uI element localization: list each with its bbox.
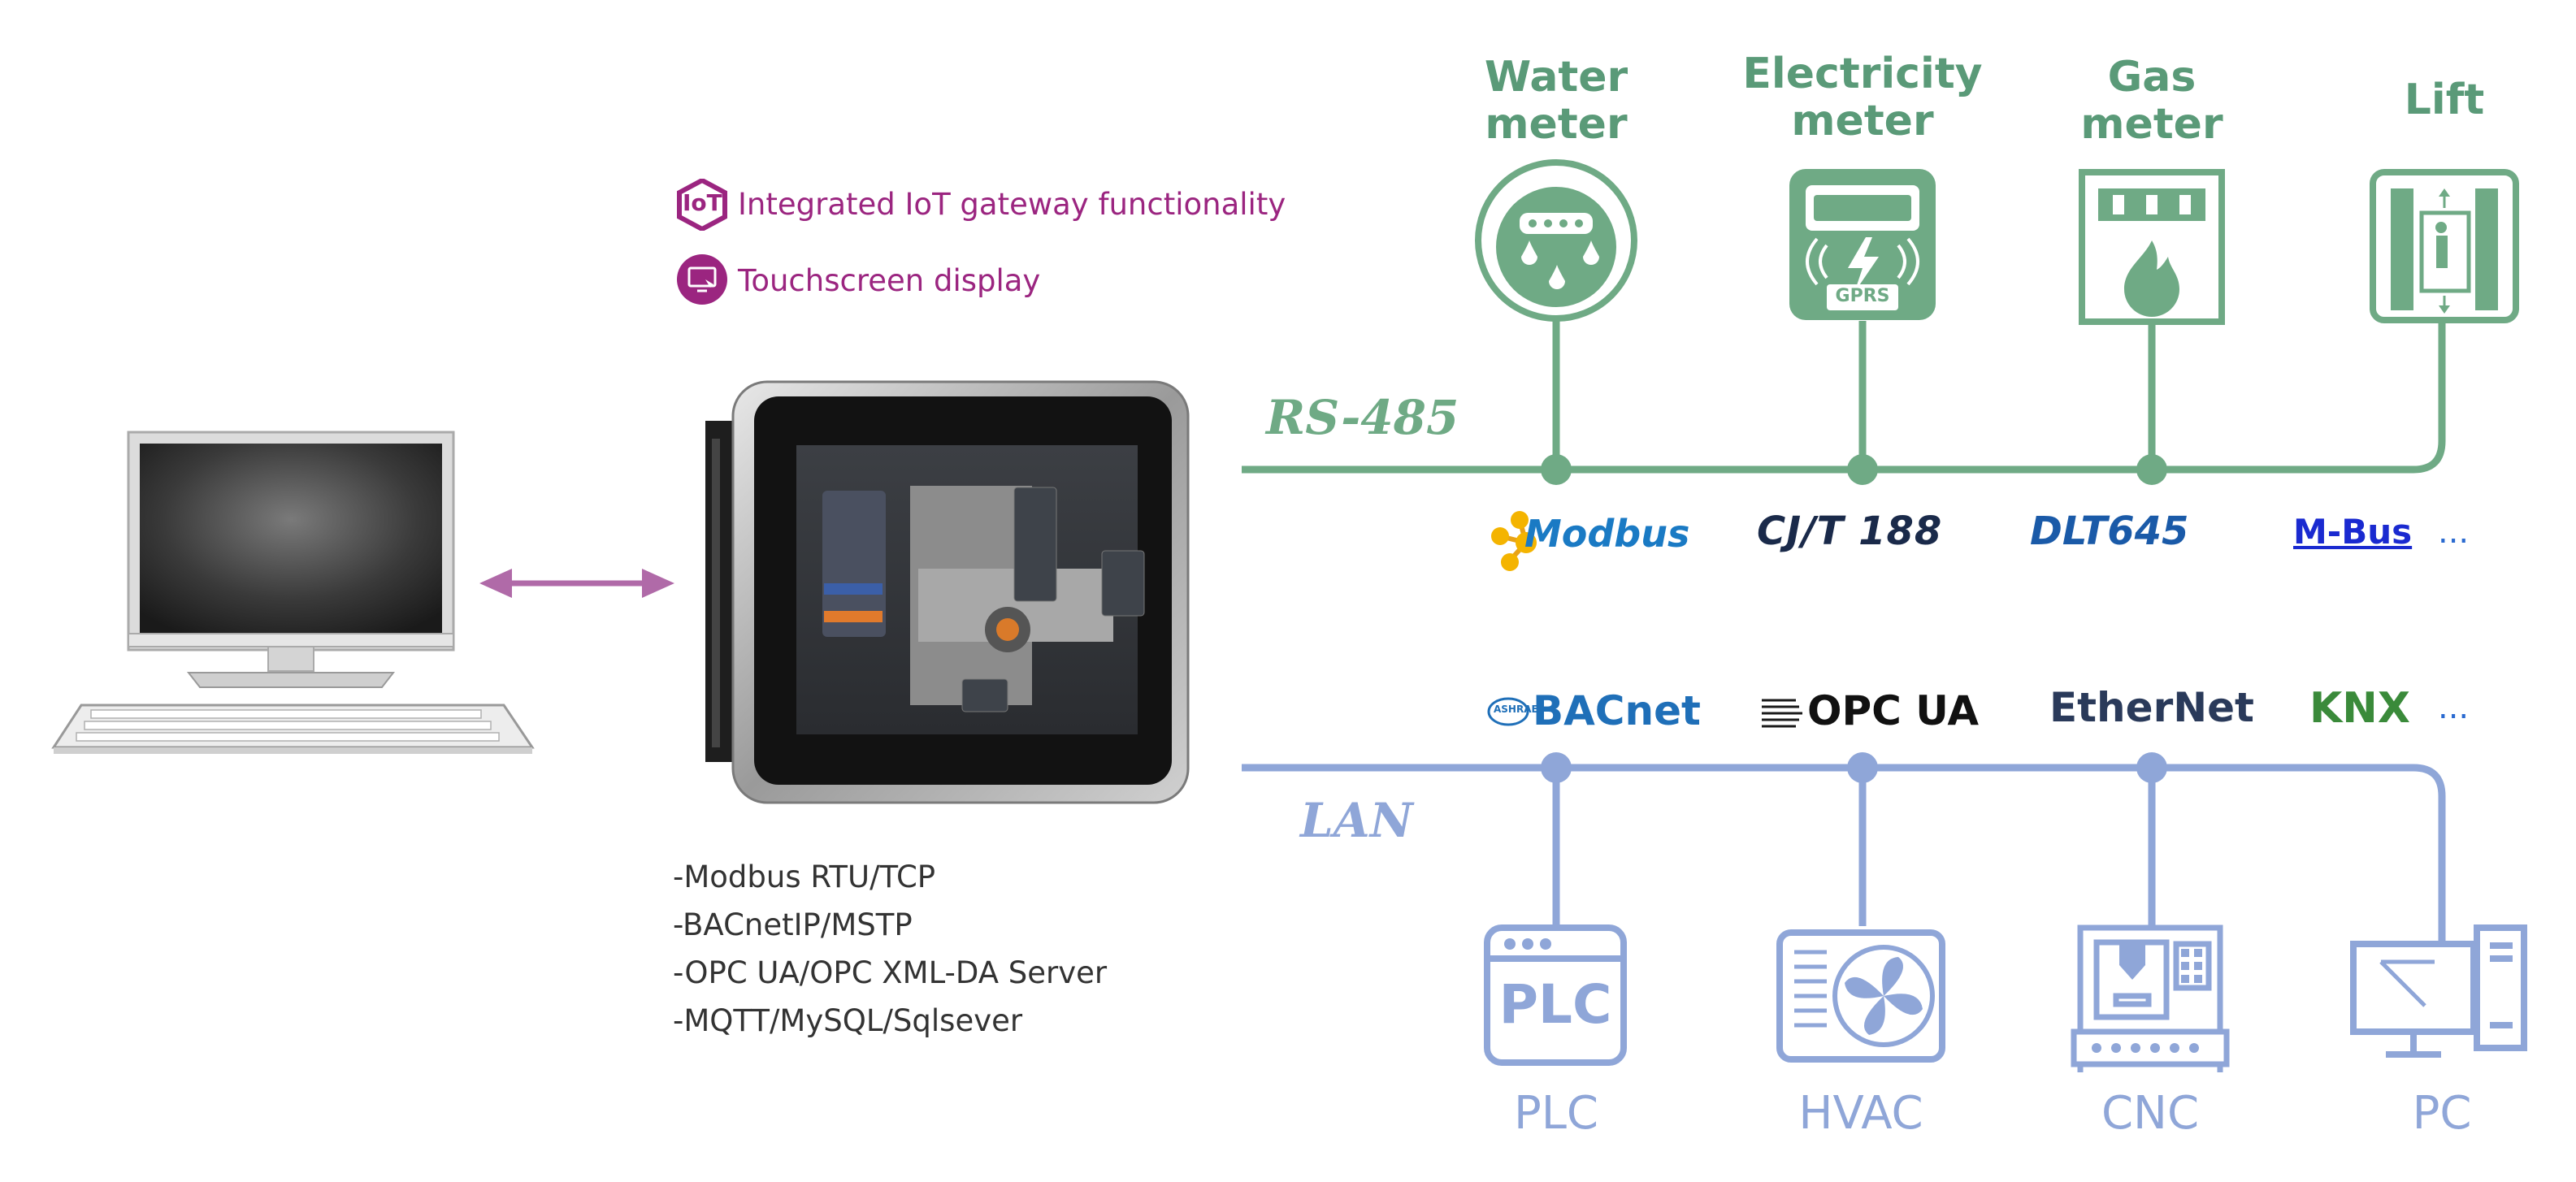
hvac-fan-icon (1776, 929, 1945, 1063)
electricity-meter-icon (1789, 169, 1936, 320)
bidirectional-arrow (479, 569, 674, 598)
iot-hexagon-icon (677, 179, 727, 231)
device-label-water-meter: Water meter (1475, 54, 1637, 148)
rs485-bus (1242, 321, 2446, 474)
feature-touchscreen-label: Touchscreen display (738, 263, 1041, 298)
water-meter-icon (1475, 159, 1637, 322)
knx-logo: KNX (2309, 684, 2410, 733)
ethernet-logo: EtherNet (2049, 684, 2254, 731)
device-label-line: Lift (2404, 76, 2485, 124)
panel-pc-touchscreen (705, 380, 1190, 804)
modbus-logo-mark (1491, 511, 1537, 571)
device-label-line: Water (1484, 53, 1628, 102)
protocol-item: -OPC UA/OPC XML-DA Server (673, 955, 1108, 990)
lift-icon (2370, 169, 2519, 323)
gprs-label: GPRS (1835, 286, 1890, 306)
device-label-line: meter (2080, 100, 2223, 149)
bacnet-badge: ASHRAE (1494, 704, 1538, 715)
protocol-item: -MQTT/MySQL/Sqlsever (673, 1003, 1023, 1038)
modbus-logo: Modbus (1524, 512, 1690, 556)
device-label-line: Gas (2107, 53, 2197, 102)
device-label-plc: PLC (1513, 1087, 1599, 1140)
pc-icon (2350, 924, 2527, 1058)
protocol-item: -Modbus RTU/TCP (673, 859, 936, 894)
cnc-machine-icon (2071, 924, 2230, 1072)
desktop-computer-icon (51, 431, 535, 754)
device-label-lift: Lift (2363, 76, 2526, 123)
touchscreen-icon (677, 254, 727, 305)
plc-icon (1484, 924, 1627, 1066)
device-label-pc: PC (2412, 1087, 2472, 1140)
cjt188-logo: CJ/T 188 (1757, 509, 1943, 554)
device-label-cnc: CNC (2101, 1087, 2200, 1140)
device-label-line: meter (1791, 97, 1934, 145)
opcua-logo-mark (1762, 699, 1802, 728)
device-label-line: meter (1485, 100, 1628, 149)
bacnet-logo: BACnet (1533, 687, 1701, 734)
lan-bus-label: LAN (1300, 793, 1413, 848)
iot-icon-text: IoT (683, 189, 722, 216)
more-rs485-protocols: ... (2438, 513, 2470, 551)
opcua-logo: OPC UA (1807, 687, 1980, 734)
gas-meter-icon (2079, 169, 2225, 325)
device-label-line: Electricity (1742, 50, 1983, 98)
dlt645-logo: DLT645 (2030, 509, 2189, 554)
rs485-bus-nodes (1541, 454, 2167, 485)
lan-bus-nodes (1541, 752, 2167, 783)
feature-iot-label: Integrated IoT gateway functionality (738, 187, 1286, 222)
rs485-bus-label: RS-485 (1266, 390, 1459, 445)
mbus-logo: M-Bus (2293, 512, 2413, 552)
device-label-hvac: HVAC (1798, 1087, 1923, 1140)
lan-bus (1242, 764, 2446, 942)
device-label-electricity-meter: Electricity meter (1741, 50, 1984, 145)
more-lan-protocols: ... (2438, 689, 2470, 726)
protocol-item: -BACnetIP/MSTP (673, 907, 913, 942)
bacnet-logo-mark (1487, 697, 1529, 726)
plc-icon-text: PLC (1498, 973, 1612, 1036)
device-label-gas-meter: Gas meter (2071, 54, 2233, 148)
